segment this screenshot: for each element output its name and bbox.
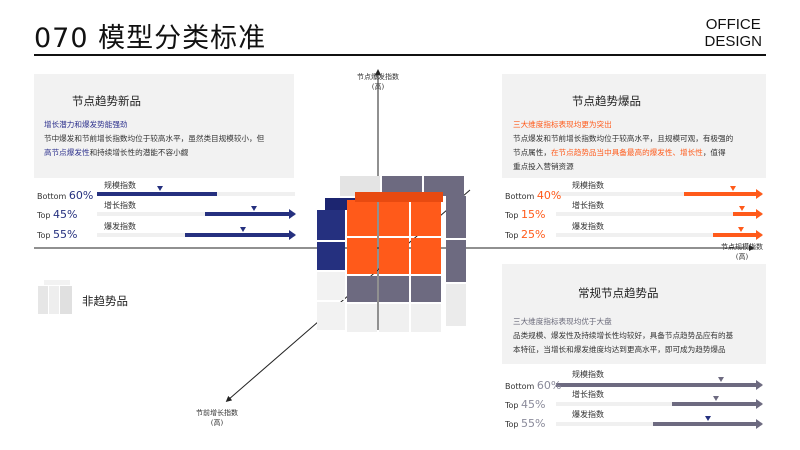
pct: 55% bbox=[53, 228, 78, 241]
t2hl: 在节点趋势品当中具备最高的爆发性、增长性 bbox=[550, 148, 703, 157]
axis-y-label-line2: (高) bbox=[371, 83, 385, 91]
bars-hot bbox=[556, 186, 763, 240]
panel-hot-text2: 节点属性，在节点趋势品当中具备最高的爆发性、增长性，值得 bbox=[513, 146, 765, 160]
panel-hot-text: 三大维度指标表现均更为突出 节点爆发和节前增长指数均位于较高水平，且规模可观，有… bbox=[513, 118, 765, 174]
white-cube-icon bbox=[38, 280, 72, 314]
pct: 45% bbox=[53, 208, 78, 221]
new-metric-3: Top 55% bbox=[37, 228, 78, 241]
hot-metric-1-name: 规模指数 bbox=[572, 181, 604, 190]
panel-regular-text2: 本特征，当增长和爆发维度均达到更高水平，即可成为趋势爆品 bbox=[513, 345, 726, 354]
regular-metric-2: Top 45% bbox=[505, 398, 546, 411]
regular-metric-1-name: 规模指数 bbox=[572, 370, 604, 379]
new-metric-2: Top 45% bbox=[37, 208, 78, 221]
hot-metric-3-name: 爆发指数 bbox=[572, 222, 604, 231]
panel-hot-text3: 重点投入营销资源 bbox=[513, 162, 574, 171]
rank: Top bbox=[505, 401, 519, 410]
brand-line-1: OFFICE bbox=[705, 16, 761, 33]
bars-new bbox=[97, 186, 296, 240]
hot-metric-2: Top 15% bbox=[505, 208, 546, 221]
bar-new-burst bbox=[185, 233, 289, 237]
new-metric-1-name: 规模指数 bbox=[104, 181, 136, 190]
axis-diag-label-line2: (高) bbox=[210, 419, 224, 427]
non-trend-label: 非趋势品 bbox=[82, 294, 128, 308]
axis-x-label-line1: 节点规模指数 bbox=[721, 243, 763, 251]
panel-regular-title: 常规节点趋势品 bbox=[578, 286, 659, 300]
t2a: 节点属性， bbox=[513, 148, 551, 157]
t2r: ，值得 bbox=[702, 148, 726, 157]
rank: Top bbox=[37, 211, 51, 220]
rank: Top bbox=[505, 211, 519, 220]
rank: Top bbox=[37, 231, 51, 240]
rank: Top bbox=[505, 231, 519, 240]
pct: 25% bbox=[521, 228, 546, 241]
panel-new-title: 节点趋势新品 bbox=[72, 94, 141, 108]
panel-trend-regular bbox=[502, 264, 766, 364]
panel-trend-hot bbox=[502, 74, 766, 178]
marker-new-scale bbox=[157, 186, 163, 191]
axis-diag-label-line1: 节前增长指数 bbox=[196, 409, 238, 417]
marker-new-growth bbox=[251, 206, 257, 211]
rank: Bottom bbox=[37, 192, 67, 201]
bars-regular bbox=[556, 377, 763, 429]
panel-regular-text1: 品类规模、爆发性及持续增长性均较好，具备节点趋势品应有的基 bbox=[513, 331, 734, 340]
bar-new-growth bbox=[205, 212, 289, 216]
panel-new-text1: 节中爆发和节前增长指数均位于较高水平，虽然类目规模较小，但 bbox=[44, 134, 265, 143]
pct: 55% bbox=[521, 417, 546, 430]
bar-new-scale bbox=[97, 192, 217, 196]
pct: 60% bbox=[536, 379, 562, 392]
pct: 60% bbox=[68, 189, 94, 202]
axis-x-label-line2: (高) bbox=[735, 253, 749, 261]
header-divider bbox=[34, 54, 766, 56]
panel-new-text2-hl: 高节点爆发性 bbox=[44, 148, 90, 157]
regular-metric-2-name: 增长指数 bbox=[572, 390, 604, 399]
panel-new-highlight: 增长潜力和爆发势能强劲 bbox=[44, 120, 128, 129]
hot-metric-1: Bottom 40% bbox=[505, 189, 561, 202]
regular-metric-3: Top 55% bbox=[505, 417, 546, 430]
panel-new-text: 增长潜力和爆发势能强劲 节中爆发和节前增长指数均位于较高水平，虽然类目规模较小，… bbox=[44, 118, 294, 160]
regular-metric-3-name: 爆发指数 bbox=[572, 410, 604, 419]
cube-graphic bbox=[317, 176, 466, 332]
rank: Bottom bbox=[505, 382, 535, 391]
axis-y-label: 节点爆发指数 (高) bbox=[357, 72, 399, 92]
brand-logo: OFFICE DESIGN bbox=[704, 16, 762, 50]
rank: Bottom bbox=[505, 192, 535, 201]
axis-x-label: 节点规模指数 (高) bbox=[721, 242, 763, 262]
panel-regular-text: 三大维度指标表现均优于大盘 品类规模、爆发性及持续增长性均较好，具备节点趋势品应… bbox=[513, 315, 765, 357]
pct: 45% bbox=[521, 398, 546, 411]
hot-metric-3: Top 25% bbox=[505, 228, 546, 241]
pct: 40% bbox=[536, 189, 562, 202]
new-metric-2-name: 增长指数 bbox=[104, 201, 136, 210]
rank: Top bbox=[505, 420, 519, 429]
panel-hot-highlight: 三大维度指标表现均更为突出 bbox=[513, 120, 612, 129]
panel-hot-title: 节点趋势爆品 bbox=[572, 94, 641, 108]
new-metric-3-name: 爆发指数 bbox=[104, 222, 136, 231]
panel-hot-text1: 节点爆发和节前增长指数均位于较高水平，且规模可观，有极强的 bbox=[513, 134, 734, 143]
panel-trend-new bbox=[34, 74, 294, 178]
panel-new-text2: 高节点爆发性和持续增长性的潜能不容小觑 bbox=[44, 146, 294, 160]
axis-y-label-line1: 节点爆发指数 bbox=[357, 73, 399, 81]
brand-line-2: DESIGN bbox=[704, 33, 762, 50]
pct: 15% bbox=[521, 208, 546, 221]
hot-metric-2-name: 增长指数 bbox=[572, 201, 604, 210]
new-metric-1: Bottom 60% bbox=[37, 189, 93, 202]
panel-regular-highlight: 三大维度指标表现均优于大盘 bbox=[513, 317, 612, 326]
marker-new-burst bbox=[240, 227, 246, 232]
page-title: 070 模型分类标准 bbox=[34, 23, 267, 54]
axis-diag-label: 节前增长指数 (高) bbox=[196, 408, 238, 428]
regular-metric-1: Bottom 60% bbox=[505, 379, 561, 392]
panel-new-text2-rest: 和持续增长性的潜能不容小觑 bbox=[89, 148, 189, 157]
